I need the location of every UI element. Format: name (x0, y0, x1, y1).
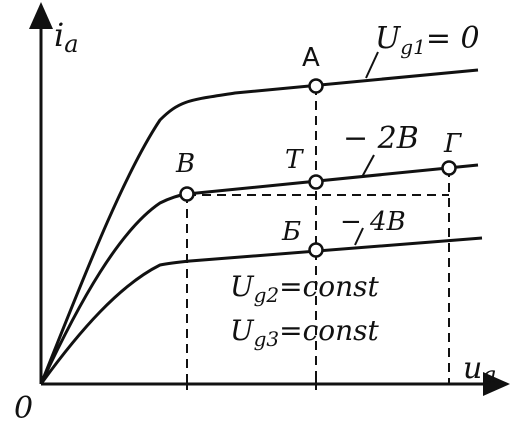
leader-4b (354, 227, 364, 246)
point-label-a: A (302, 43, 320, 73)
curve-minus-2b (39, 163, 479, 385)
curve-ug1-0 (39, 68, 479, 385)
leader-2b (361, 154, 375, 178)
x-axis-label: ua (463, 351, 497, 389)
condition-ug2: Ug2=const (230, 270, 380, 307)
point-label-t: T (285, 145, 304, 175)
curve-label-minus-4b: − 4B (340, 207, 406, 237)
point-label-b-cyr: Б (281, 217, 301, 247)
point-b-cyr (308, 242, 324, 258)
condition-ug3: Ug3=const (230, 314, 380, 351)
leader-ug1 (365, 51, 379, 79)
point-label-g: Г (443, 129, 462, 159)
y-axis-label: ia (54, 16, 79, 58)
point-label-v: B (175, 149, 195, 179)
construction-lines (186, 86, 450, 384)
curve-label-ug1: Ug1= 0 (375, 21, 480, 59)
curve-minus-4b (39, 236, 483, 385)
point-v (179, 186, 195, 202)
curve-label-minus-2b: − 2B (343, 121, 419, 156)
origin-label: 0 (14, 391, 33, 426)
point-g (441, 160, 457, 176)
point-t (308, 174, 324, 190)
point-a (308, 78, 324, 94)
